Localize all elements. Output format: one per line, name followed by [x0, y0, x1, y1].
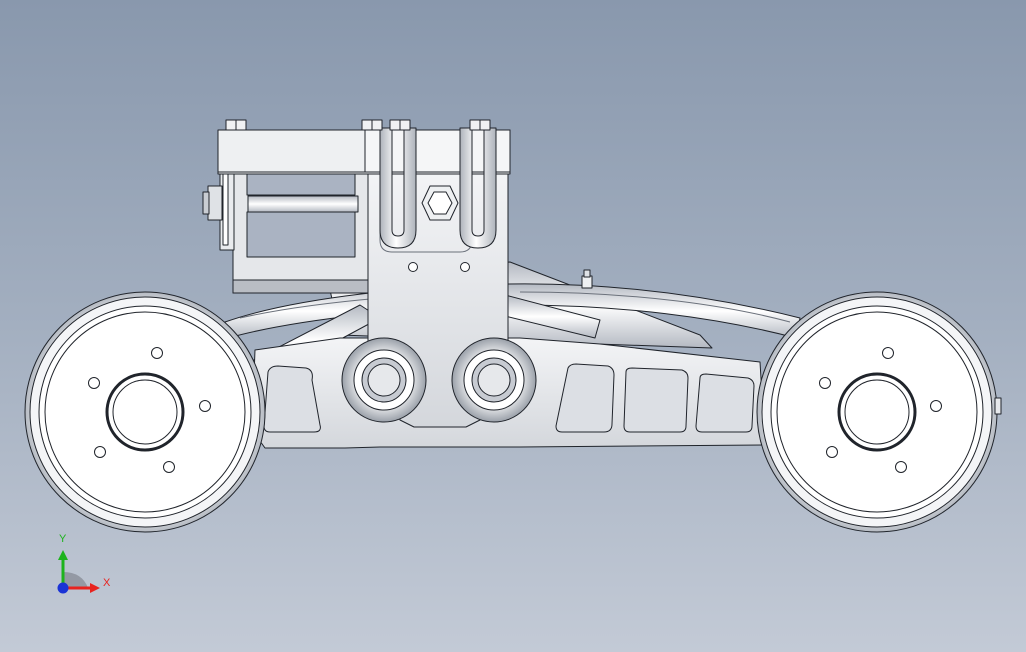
triad-z-axis: [57, 582, 69, 594]
right-wheel-drum: [756, 291, 998, 533]
left-lug-hole-2: [88, 377, 100, 389]
left-lug-hole-3: [199, 400, 211, 412]
left-lug-hole-5: [163, 461, 175, 473]
right-lug-hole-2: [819, 377, 831, 389]
left-lug-hole-4: [94, 446, 106, 458]
arm-pocket-1: [263, 365, 321, 433]
right-lug-hole-5: [895, 461, 907, 473]
arm-pocket-2: [555, 363, 615, 433]
arm-pocket-4: [695, 373, 755, 433]
right-lug-hole-1: [882, 347, 894, 359]
triad-xy-plane: [63, 572, 88, 588]
left-wheel-drum: [24, 291, 266, 533]
triad-x-label: X: [103, 577, 111, 589]
right-lug-hole-4: [826, 446, 838, 458]
bracket-window-lower: [246, 211, 356, 258]
axis-triad: [57, 550, 100, 594]
left-lug-hole-1: [151, 347, 163, 359]
bracket-bolt-shaft: [247, 195, 359, 213]
triad-y-label: Y: [59, 533, 67, 545]
block-hole-left: [408, 262, 418, 272]
tube-bolt: [581, 275, 593, 289]
right-lug-hole-3: [930, 400, 942, 412]
arm-pocket-3: [623, 367, 689, 433]
bracket-bolt-head: [207, 185, 223, 221]
block-hole-right: [460, 262, 470, 272]
right-hub-stub: [994, 397, 1002, 415]
